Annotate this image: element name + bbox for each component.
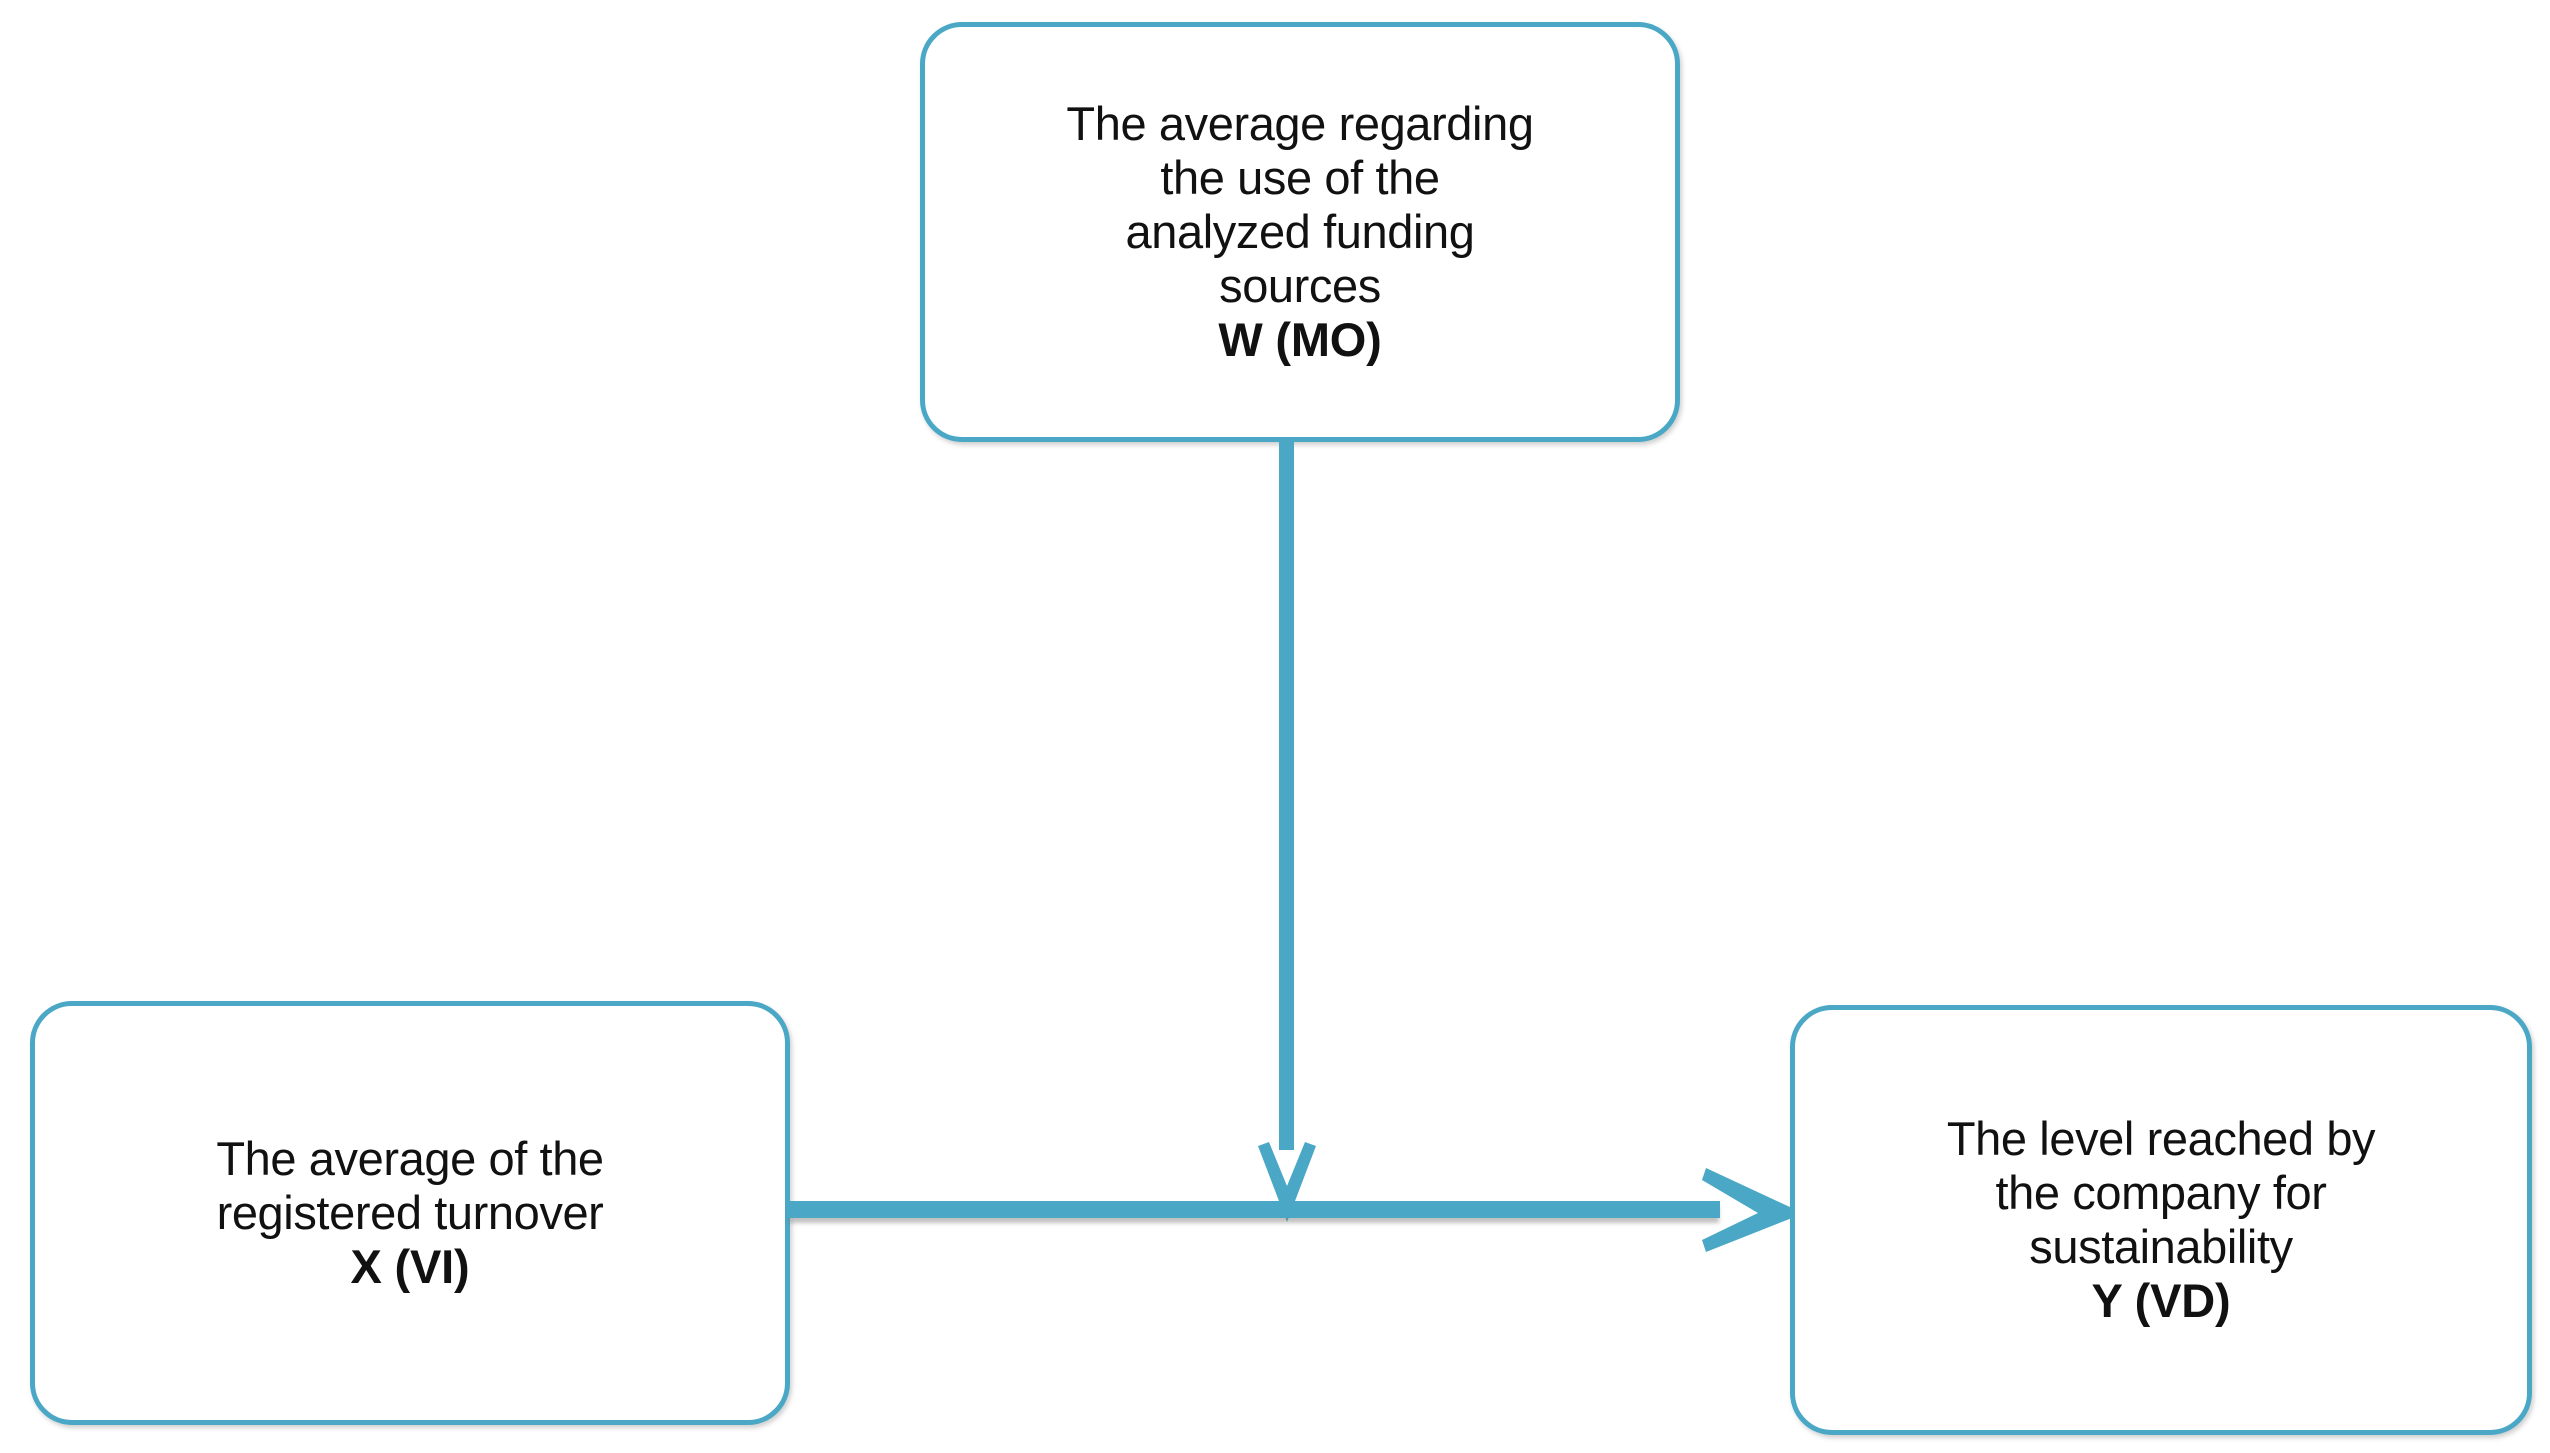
node-box-x[interactable]: The average of the registered turnover X…	[30, 1001, 790, 1425]
down-arrow-icon	[1258, 1142, 1316, 1222]
right-arrow-icon	[1680, 1168, 1792, 1252]
node-w-description: The average regarding the use of the ana…	[1066, 96, 1534, 313]
node-box-w[interactable]: The average regarding the use of the ana…	[920, 22, 1680, 442]
node-y-code: Y (VD)	[2091, 1274, 2231, 1328]
node-x-code: X (VI)	[350, 1240, 470, 1294]
edge-w-to-xy-shaft	[1279, 440, 1294, 1150]
node-box-y[interactable]: The level reached by the company for sus…	[1790, 1005, 2532, 1435]
node-x-description: The average of the registered turnover	[216, 1131, 604, 1239]
node-w-code: W (MO)	[1218, 313, 1382, 367]
edge-x-to-y-shaft	[787, 1201, 1717, 1218]
node-y-description: The level reached by the company for sus…	[1946, 1111, 2376, 1273]
